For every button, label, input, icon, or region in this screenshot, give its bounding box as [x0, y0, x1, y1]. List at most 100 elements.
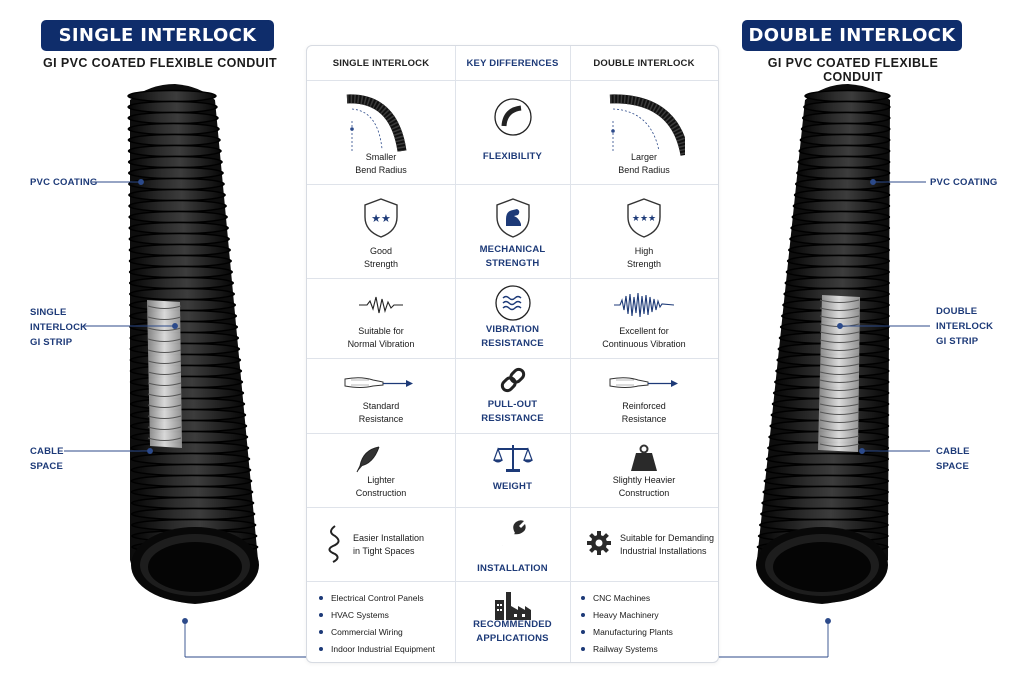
- vib-double-line-1: Excellent for: [619, 326, 669, 336]
- strip-seam: [819, 355, 860, 359]
- conduit-rib: [129, 309, 238, 323]
- header-single: SINGLE INTERLOCK: [332, 57, 430, 69]
- left-strip-line-3: GI STRIP: [30, 337, 73, 348]
- strength-single-line-1: Good: [369, 246, 393, 256]
- list-item: HVAC Systems: [317, 607, 435, 624]
- strip-seam: [147, 349, 182, 353]
- strip-seam: [819, 403, 860, 407]
- strip-seam: [819, 299, 860, 303]
- conduit-rib: [130, 496, 255, 510]
- conduit-rib: [801, 111, 891, 125]
- strip-seam: [147, 437, 182, 441]
- balance-scale-icon: [493, 445, 533, 472]
- conduit-rib: [785, 265, 890, 279]
- strip-seam: [147, 338, 182, 342]
- row-vibration: Suitable for Normal Vibration VIBRATION …: [307, 278, 718, 358]
- single-interlock-subtitle: GI PVC COATED FLEXIBLE CONDUIT: [43, 56, 277, 70]
- strip-seam: [819, 427, 860, 431]
- strip-seam: [819, 411, 860, 415]
- feather-icon: [356, 446, 380, 473]
- list-item: Commercial Wiring: [317, 624, 435, 641]
- list-item: Manufacturing Plants: [579, 624, 673, 641]
- conduit-rib: [129, 298, 237, 312]
- strip-seam: [819, 395, 860, 399]
- conduit-rib: [788, 243, 891, 257]
- strength-double-line-1: High: [634, 246, 654, 256]
- install-single-line-1: Easier Installation: [353, 532, 425, 543]
- right-gi-strip-label: DOUBLE INTERLOCK GI STRIP: [936, 304, 993, 349]
- conduit-rib: [761, 496, 889, 510]
- right-strip-line-3: GI STRIP: [936, 336, 979, 347]
- single-interlock-conduit: [127, 84, 259, 604]
- right-pvc-coating-label: PVC COATING: [930, 177, 998, 188]
- right-cable-line-1: CABLE: [936, 446, 970, 457]
- svg-text:★★★: ★★★: [632, 214, 656, 224]
- key-resistance-1: RESISTANCE: [481, 338, 544, 349]
- conduit-rib: [762, 485, 889, 499]
- row-weight: Lighter Construction WEIGHT Slightly Hea…: [307, 433, 718, 507]
- key-resistance-2: RESISTANCE: [481, 413, 544, 424]
- conduit-rib: [760, 507, 889, 521]
- strip-seam: [147, 316, 182, 320]
- conduit-rib: [130, 507, 256, 521]
- list-item: CNC Machines: [579, 590, 673, 607]
- weight-single-line-2: Construction: [355, 488, 407, 498]
- flex-double-line-1: Larger: [630, 152, 657, 162]
- strip-seam: [147, 305, 182, 309]
- strip-seam: [147, 360, 182, 364]
- conduit-rib: [796, 166, 891, 180]
- conduit-rib: [800, 122, 891, 136]
- key-applications: APPLICATIONS: [476, 633, 549, 644]
- conduit-rib: [764, 463, 890, 477]
- conduit-rib: [127, 111, 219, 125]
- vibration-circle-icon: [495, 285, 531, 321]
- strip-seam: [819, 307, 860, 311]
- shield-two-stars-icon: ★★: [364, 198, 398, 238]
- pull-arrow-icon: [344, 377, 413, 388]
- strip-seam: [147, 371, 182, 375]
- conduit-rib: [804, 89, 891, 103]
- flex-single-line-1: Smaller: [365, 152, 397, 162]
- header-double: DOUBLE INTERLOCK: [593, 57, 695, 69]
- conduit-rib: [798, 144, 891, 158]
- list-item: Railway Systems: [579, 641, 673, 658]
- strip-seam: [147, 382, 182, 386]
- key-recommended: RECOMMENDED: [473, 619, 552, 630]
- pull-arrow-icon: [609, 377, 678, 388]
- conduit-rib: [799, 133, 891, 147]
- factory-icon: [495, 592, 531, 620]
- conduit-rib: [128, 243, 231, 257]
- key-pull-out: PULL-OUT: [487, 399, 538, 410]
- chain-link-icon: [500, 367, 526, 393]
- conduit-rib: [128, 254, 232, 268]
- strength-single-line-2: Strength: [363, 259, 399, 269]
- vib-single-line-1: Suitable for: [358, 326, 404, 336]
- conduit-rib: [129, 353, 242, 367]
- strip-seam: [147, 404, 182, 408]
- double-interlock-conduit: [756, 84, 891, 604]
- conduit-rib: [128, 276, 234, 290]
- flex-double-line-2: Bend Radius: [618, 165, 670, 175]
- list-item: Indoor Industrial Equipment: [317, 641, 435, 658]
- strip-seam: [147, 393, 182, 397]
- conduit-rib: [797, 155, 891, 169]
- conduit-rib: [129, 364, 243, 378]
- wave-large-icon: [614, 292, 674, 318]
- comparison-table: SINGLE INTERLOCK KEY DIFFERENCES DOUBLE …: [306, 45, 719, 663]
- double-interlock-subtitle: GI PVC COATED FLEXIBLE CONDUIT: [767, 56, 939, 84]
- double-applications-list: CNC Machines Heavy Machinery Manufacturi…: [579, 590, 673, 658]
- conduit-rib: [127, 144, 222, 158]
- pull-double-line-2: Resistance: [621, 414, 667, 424]
- pull-double-line-1: Reinforced: [622, 401, 666, 411]
- left-strip-line-2: INTERLOCK: [30, 322, 88, 333]
- conduit-rib: [784, 276, 890, 290]
- conduit-rib: [130, 452, 251, 466]
- curve-icon: [494, 98, 532, 136]
- strip-seam: [819, 315, 860, 319]
- wrench-icon: [502, 520, 526, 546]
- conduit-rib: [127, 155, 223, 169]
- strip-seam: [147, 327, 182, 331]
- row-mechanical-strength: ★★ Good Strength MECHANICAL STRENGTH ★★★…: [307, 184, 718, 278]
- svg-text:★★: ★★: [371, 212, 391, 225]
- conduit-rib: [130, 408, 247, 422]
